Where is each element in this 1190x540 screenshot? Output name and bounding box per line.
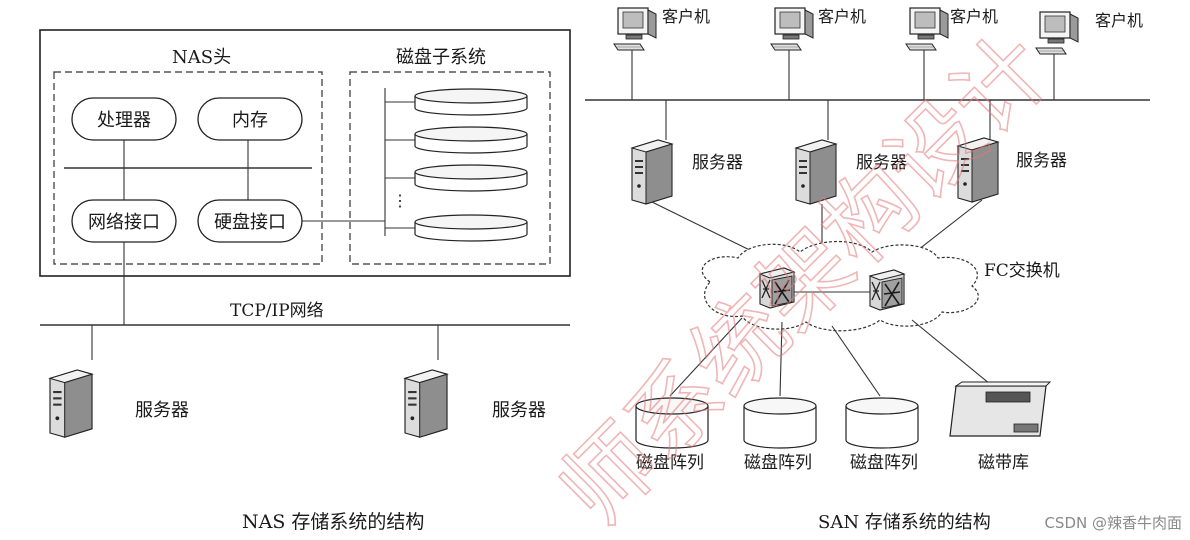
- disk-subsystem-box: [349, 71, 551, 265]
- client-2-icon: [770, 7, 814, 51]
- nas-head-label: NAS头: [172, 47, 231, 68]
- storage-1-label: 磁盘阵列: [636, 453, 704, 473]
- san-caption: SAN 存储系统的结构: [818, 512, 991, 533]
- processor-node: [71, 97, 177, 141]
- client-1-label: 客户机: [662, 7, 710, 26]
- disk-2: [414, 126, 528, 154]
- disk-interface-label: 硬盘接口: [214, 212, 286, 233]
- client-1-icon: [613, 7, 657, 51]
- nas-diagram: NAS头 磁盘子系统 处理器 内存 网络接口 硬盘接口 ⋮ TCP/IP网络: [39, 29, 571, 533]
- nas-server-right-icon: [404, 369, 448, 438]
- disk-1: [414, 88, 528, 116]
- client-3-label: 客户机: [950, 7, 998, 26]
- disk-4: [414, 214, 528, 242]
- client-4-icon: [1035, 11, 1079, 55]
- nas-head-box: [53, 71, 323, 265]
- disk-subsystem-label: 磁盘子系统: [396, 47, 486, 68]
- storage-4-label: 磁带库: [978, 453, 1029, 473]
- fc-switch-label: FC交换机: [984, 261, 1060, 281]
- storage-2-label: 磁盘阵列: [744, 453, 812, 473]
- tcp-ip-network-label: TCP/IP网络: [230, 301, 324, 321]
- san-server-1-icon: [631, 139, 673, 205]
- network-interface-label: 网络接口: [88, 212, 160, 233]
- san-diagram: 客户机 客户机 客户机 客户机 服务器 服务器 服务器 FC交换机: [585, 7, 1150, 533]
- client-3-icon: [905, 7, 949, 51]
- memory-label: 内存: [232, 110, 268, 131]
- san-server-1-label: 服务器: [692, 153, 743, 173]
- san-server-2-label: 服务器: [856, 153, 907, 173]
- svg-text:⋮: ⋮: [392, 191, 408, 210]
- storage-3-label: 磁盘阵列: [850, 453, 918, 473]
- fc-switch-cloud: [701, 240, 979, 332]
- nas-server-left-label: 服务器: [135, 400, 189, 421]
- client-4-label: 客户机: [1095, 11, 1143, 30]
- san-server-3-label: 服务器: [1016, 151, 1067, 171]
- client-2-label: 客户机: [818, 7, 866, 26]
- footer-credit: CSDN @辣香牛肉面: [1044, 514, 1182, 532]
- disk-array-3-icon: [845, 397, 919, 449]
- nas-caption: NAS 存储系统的结构: [242, 511, 424, 533]
- memory-node: [197, 97, 303, 141]
- tape-library-icon: [949, 381, 1052, 437]
- nas-outer-box: [39, 29, 571, 277]
- disk-3: [414, 164, 528, 192]
- processor-label: 处理器: [97, 110, 151, 131]
- nas-server-left-icon: [49, 369, 93, 438]
- nas-server-right-label: 服务器: [492, 400, 546, 421]
